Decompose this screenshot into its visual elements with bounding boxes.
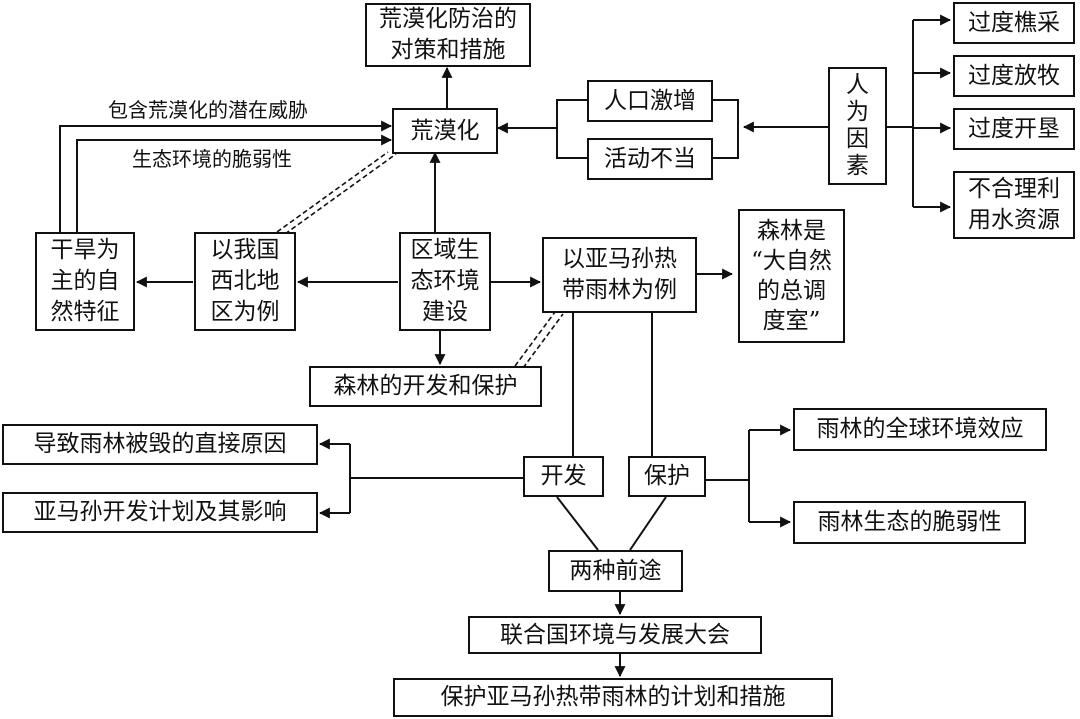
node-development: 开发 — [523, 456, 604, 497]
node-overcutting: 过度樵采 — [953, 2, 1075, 44]
node-overreclamation: 过度开垦 — [953, 108, 1075, 150]
node-forest-regulator-text: 森林是 “大自然 的总调 度室” — [751, 218, 832, 334]
node-northwest-example: 以我国 西北地 区为例 — [194, 232, 296, 331]
node-improper-activity-text: 活动不当 — [604, 145, 696, 172]
node-forest-dev-protect-text: 森林的开发和保护 — [333, 373, 518, 399]
node-water-misuse-text: 不合理利 用水资源 — [968, 176, 1060, 233]
node-amazon-plan-text: 亚马孙开发计划及其影响 — [33, 499, 287, 525]
node-protection-text: 保护 — [644, 463, 690, 489]
node-population-surge-text: 人口激增 — [604, 87, 696, 114]
node-improper-activity: 活动不当 — [587, 138, 713, 180]
node-amazon-example-text: 以亚马孙热 带雨林为例 — [562, 246, 677, 303]
node-un-conference-text: 联合国环境与发展大会 — [500, 621, 730, 648]
node-global-effect: 雨林的全球环境效应 — [793, 408, 1047, 451]
node-desertification: 荒漠化 — [392, 108, 498, 154]
node-population-surge: 人口激增 — [587, 80, 713, 122]
node-global-effect-text: 雨林的全球环境效应 — [816, 416, 1024, 442]
node-countermeasures-text: 荒漠化防治的 对策和措施 — [379, 6, 517, 63]
node-amazon-measures-text: 保护亚马孙热带雨林的计划和措施 — [440, 684, 786, 710]
node-fragility-rainforest: 雨林生态的脆弱性 — [793, 501, 1026, 544]
node-regional-construction: 区域生 态环境 建设 — [399, 232, 491, 331]
node-amazon-example: 以亚马孙热 带雨林为例 — [542, 237, 697, 313]
node-arid-features: 干旱为 主的自 然特征 — [35, 232, 135, 331]
node-overreclamation-text: 过度开垦 — [968, 115, 1060, 142]
node-two-futures: 两种前途 — [548, 550, 683, 592]
node-countermeasures: 荒漠化防治的 对策和措施 — [365, 3, 531, 67]
label-fragility-env: 生态环境的脆弱性 — [132, 147, 292, 171]
node-northwest-example-text: 以我国 西北地 区为例 — [210, 237, 280, 325]
node-protection: 保护 — [628, 456, 706, 497]
node-human-factors: 人 为 因 素 — [828, 67, 887, 185]
node-fragility-rainforest-text: 雨林生态的脆弱性 — [817, 509, 1002, 535]
node-human-factors-text: 人 为 因 素 — [846, 72, 869, 179]
node-overgrazing-text: 过度放牧 — [968, 62, 1060, 89]
node-un-conference: 联合国环境与发展大会 — [468, 616, 762, 654]
node-desertification-text: 荒漠化 — [410, 117, 480, 144]
node-arid-features-text: 干旱为 主的自 然特征 — [50, 237, 120, 325]
node-forest-dev-protect: 森林的开发和保护 — [309, 366, 542, 407]
node-water-misuse: 不合理利 用水资源 — [953, 171, 1075, 239]
label-potential-threat: 包含荒漠化的潜在威胁 — [108, 98, 308, 122]
node-development-text: 开发 — [540, 463, 587, 489]
node-two-futures-text: 两种前途 — [569, 557, 662, 584]
node-amazon-plan: 亚马孙开发计划及其影响 — [2, 492, 318, 533]
node-direct-causes: 导致雨林被毁的直接原因 — [2, 424, 318, 465]
node-amazon-measures: 保护亚马孙热带雨林的计划和措施 — [393, 678, 833, 717]
node-direct-causes-text: 导致雨林被毁的直接原因 — [33, 431, 287, 457]
node-overgrazing: 过度放牧 — [953, 55, 1075, 97]
node-overcutting-text: 过度樵采 — [968, 9, 1060, 36]
node-regional-construction-text: 区域生 态环境 建设 — [410, 237, 480, 325]
node-forest-regulator: 森林是 “大自然 的总调 度室” — [738, 209, 845, 343]
